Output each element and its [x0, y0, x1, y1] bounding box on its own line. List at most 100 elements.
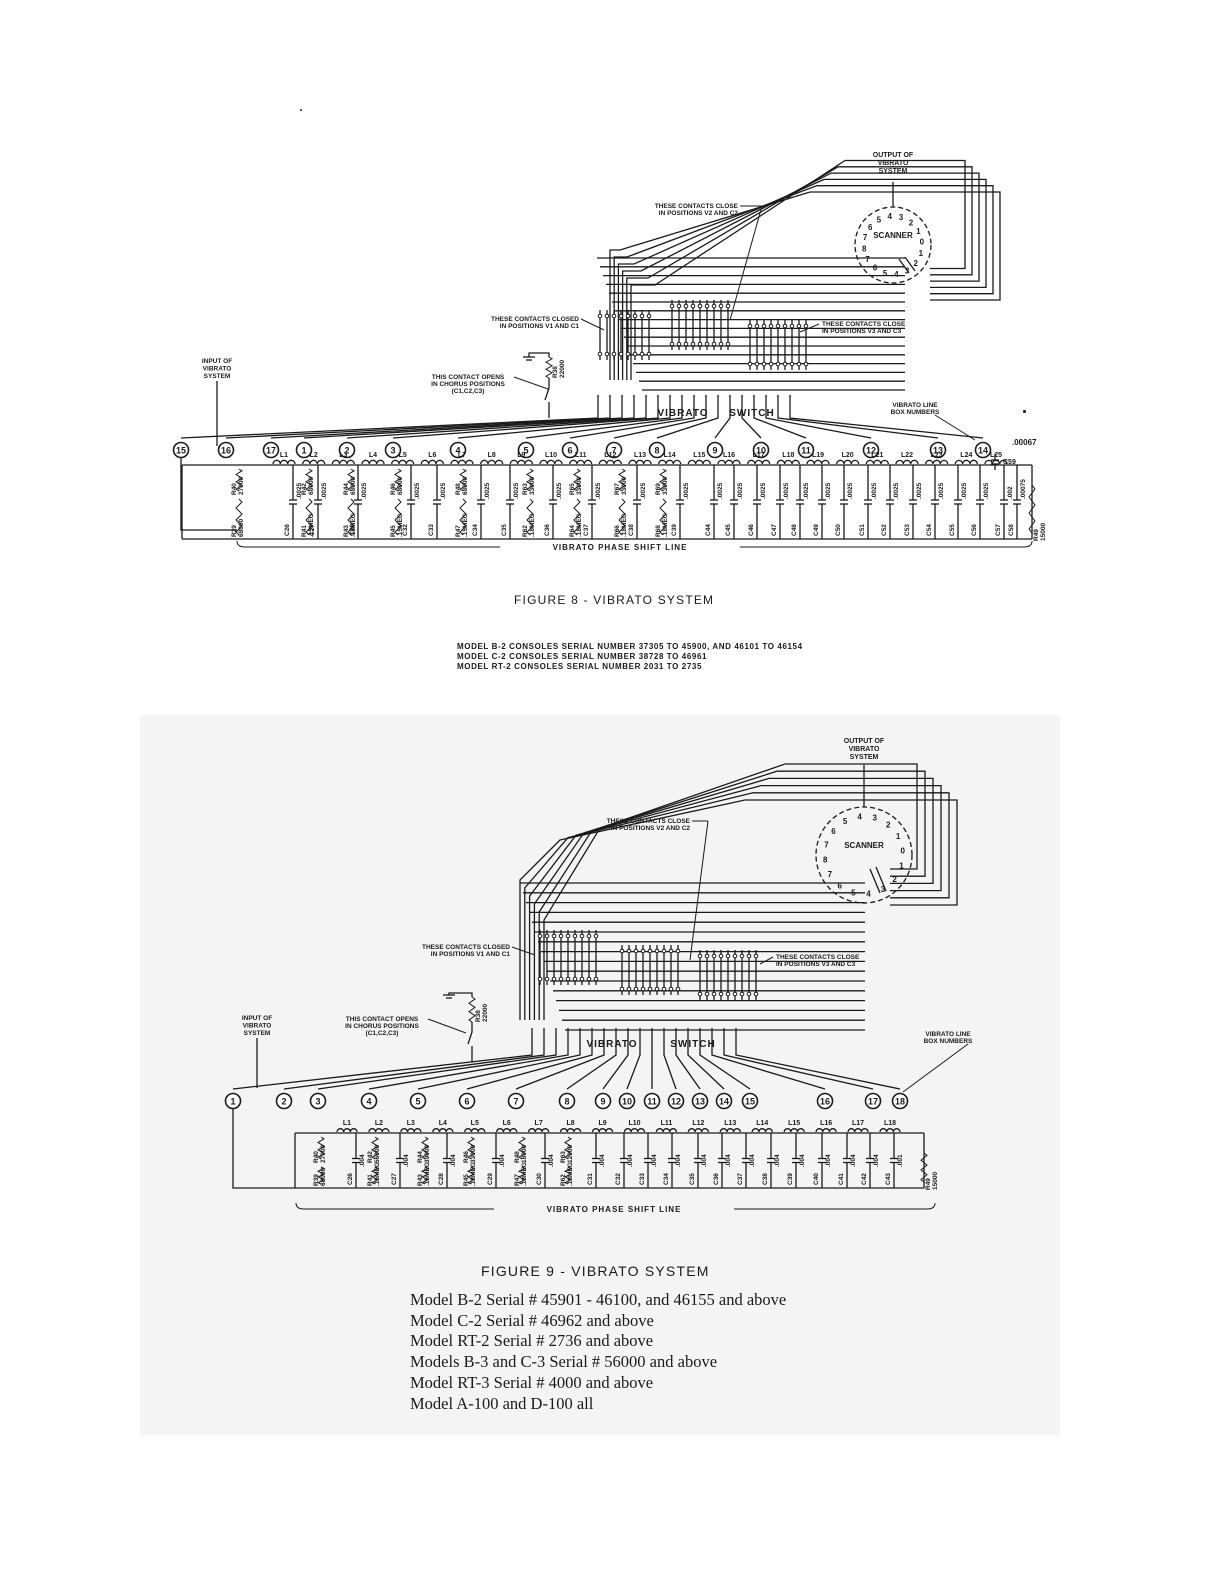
- inductor-label: L5: [399, 452, 407, 459]
- resistor-label: R67: [614, 483, 621, 495]
- capacitor-value: .0025: [440, 482, 447, 499]
- scanner-dial: [815, 806, 913, 904]
- inductor-label: L19: [812, 452, 824, 459]
- inductor-L18: [776, 459, 800, 465]
- inductor-label: L15: [788, 1120, 800, 1127]
- scanner-position-number: 0: [920, 238, 925, 247]
- resistor-label: R47: [514, 1174, 521, 1186]
- switch-contact: [565, 976, 571, 982]
- switch-contact: [746, 991, 752, 997]
- annotation-leader: [580, 318, 605, 331]
- box-number-15-number: 15: [176, 446, 186, 456]
- resistor-label: R43: [343, 525, 350, 537]
- inductor-L11: [569, 459, 593, 465]
- switch-contact: [669, 341, 675, 347]
- contacts-v1-label: IN POSITIONS V1 AND C1: [500, 323, 580, 330]
- box-connection-wire: [602, 1028, 629, 1090]
- box-number-10: [752, 441, 770, 459]
- resistor-value: 33000: [662, 477, 669, 495]
- box-connection-wire: [283, 1028, 545, 1090]
- box-connection-wire: [765, 395, 872, 439]
- inductor-L11: [655, 1128, 678, 1133]
- switch-contact: [761, 323, 767, 329]
- inductor-label: L4: [439, 1120, 447, 1127]
- box-number-11-number: 11: [647, 1097, 657, 1107]
- box-number-15: [172, 441, 190, 459]
- box-connection-wire: [753, 395, 807, 439]
- switch-contact: [625, 313, 631, 319]
- box-number-2: [338, 441, 356, 459]
- capacitor-label: C38: [628, 524, 635, 536]
- resistor-value: .18MEG: [621, 513, 628, 537]
- resistor-R42: [371, 1136, 379, 1160]
- box-number-13: [691, 1092, 709, 1110]
- switch-contact: [768, 361, 774, 367]
- scanner-position-number: 5: [883, 269, 888, 278]
- phase-line-brace: [236, 540, 500, 548]
- capacitor-label: C55: [949, 524, 956, 536]
- scanner-rotor: [869, 868, 881, 894]
- inductor-label: L1: [343, 1120, 351, 1127]
- switch-contact: [669, 303, 675, 309]
- switch-contact: [775, 361, 781, 367]
- box-numbers-label: BOX NUMBERS: [924, 1038, 973, 1045]
- capacitor-label: C37: [737, 1173, 744, 1185]
- r38-value: 22000: [482, 1004, 489, 1022]
- switch-contact: [747, 361, 753, 367]
- switch-contact: [668, 948, 674, 954]
- inductor-label: L7: [535, 1120, 543, 1127]
- box-connection-wire: [699, 1028, 751, 1090]
- box-number-8-number: 8: [654, 446, 659, 456]
- box-number-5-number: 5: [523, 446, 528, 456]
- box-connection-wire: [741, 395, 762, 439]
- switch-contact: [593, 976, 599, 982]
- scanner-position-number: 8: [823, 855, 828, 864]
- box-connection-wire: [457, 395, 671, 439]
- switch-contact: [725, 991, 731, 997]
- capacitor-label: C30: [536, 1173, 543, 1185]
- scanner-rotor: [875, 866, 887, 892]
- resistor-R69: [659, 468, 667, 492]
- inductor-label: L11: [661, 1120, 673, 1127]
- switch-contact: [753, 991, 759, 997]
- inductor-L19: [806, 459, 830, 465]
- resistor-R62: [526, 498, 534, 536]
- inductor-label: L9: [598, 1120, 606, 1127]
- box-number-5: [517, 441, 535, 459]
- switch-contact: [579, 976, 585, 982]
- stray-mark: [300, 109, 302, 111]
- switch-contact: [647, 948, 653, 954]
- resistor-label: R42: [301, 483, 308, 495]
- switch-contact: [675, 948, 681, 954]
- annotation-leader: [511, 946, 536, 956]
- resistor-value: .15MEG: [397, 513, 404, 537]
- resistor-R41: [370, 1166, 380, 1185]
- inductor-label: L2: [310, 452, 318, 459]
- scanner-position-number: 1: [916, 227, 921, 236]
- box-number-12-number: 12: [866, 446, 876, 456]
- box-number-7: [605, 441, 623, 459]
- output-label: VIBRATO: [849, 746, 880, 753]
- switch-contact: [633, 986, 639, 992]
- switch-contact: [697, 341, 703, 347]
- inductor-L10: [539, 459, 563, 465]
- box-number-10: [618, 1092, 636, 1110]
- phase-line-brace: [740, 540, 1033, 548]
- box-number-18-number: 18: [895, 1097, 905, 1107]
- resistor-R43: [347, 498, 355, 536]
- resistor-label: R42: [367, 1151, 374, 1163]
- switch-contact: [754, 361, 760, 367]
- annotation-leader: [427, 1018, 467, 1034]
- inductor-L24: [954, 459, 978, 465]
- box-number-1: [295, 441, 313, 459]
- annotation-leader: [759, 956, 774, 965]
- annotation-leader: [902, 1043, 969, 1093]
- inductor-L15: [687, 459, 711, 465]
- inductor-L5: [464, 1128, 486, 1133]
- contacts-v3-label: THESE CONTACTS CLOSE: [776, 954, 860, 961]
- phase-line-brace: [734, 1202, 936, 1210]
- output-label: OUTPUT OF: [873, 152, 914, 159]
- capacitor-value: .0025: [484, 482, 491, 499]
- switch-contact: [718, 303, 724, 309]
